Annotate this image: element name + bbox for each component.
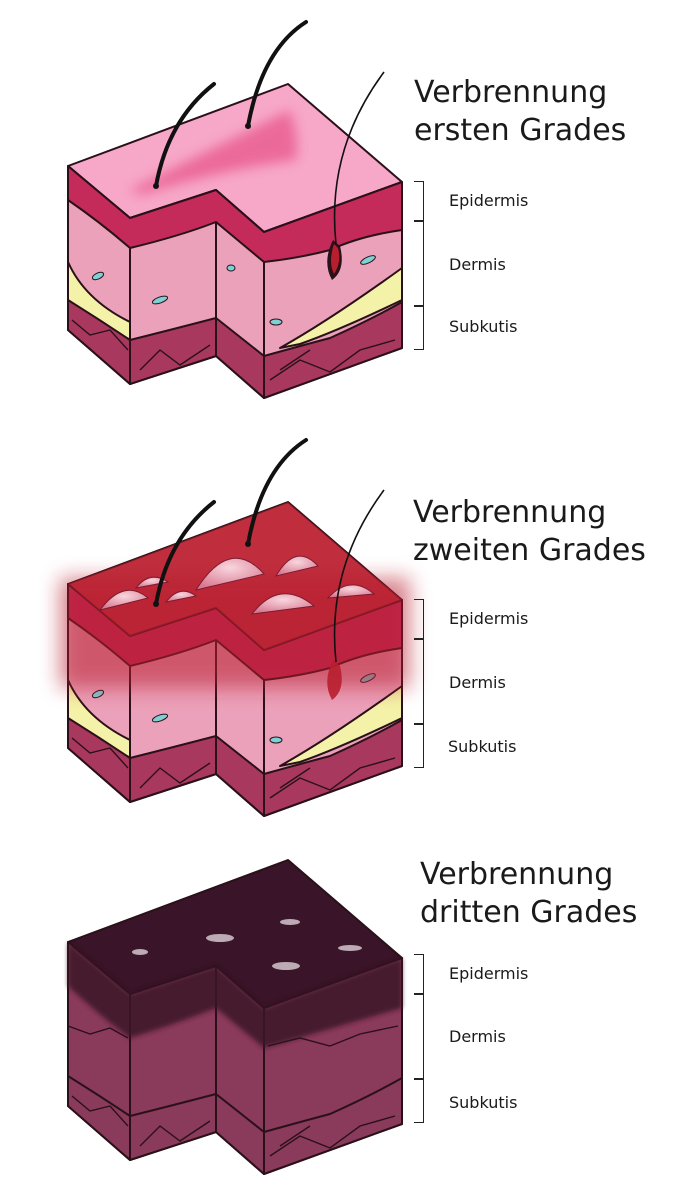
subkutis-label: Subkutis: [449, 1093, 518, 1112]
subkutis-bracket: [414, 306, 424, 350]
panel-title: Verbrennung zweiten Grades: [413, 495, 646, 568]
epidermis-label: Epidermis: [449, 609, 529, 628]
hair: [333, 71, 385, 245]
tissue-network: [67, 1025, 399, 1157]
hair: [154, 82, 216, 188]
panel-second-degree: Verbrennung zweiten Grades Epidermis Der…: [0, 418, 673, 818]
hair-follicle: [327, 660, 342, 700]
panel-title: Verbrennung dritten Grades: [420, 857, 638, 930]
skin-block-second-degree: [60, 438, 410, 817]
epidermis-label: Epidermis: [449, 964, 529, 983]
subkutis-label: Subkutis: [449, 317, 518, 336]
epidermis-bracket: [414, 181, 424, 221]
charred-layer: [68, 942, 402, 1048]
dermis-bracket: [414, 639, 424, 724]
panel-first-degree: Verbrennung ersten Grades Epidermis Derm…: [0, 0, 673, 400]
panel-title: Verbrennung ersten Grades: [414, 75, 627, 148]
subkutis-bracket: [414, 1079, 424, 1123]
subkutis-right: [263, 301, 403, 399]
hair: [154, 500, 216, 606]
subkutis-bracket: [414, 724, 424, 768]
hair: [246, 20, 308, 128]
skin-block-first-degree: [67, 20, 403, 399]
blisters: [98, 555, 376, 615]
dermis-bracket: [414, 994, 424, 1079]
dermis-label: Dermis: [449, 255, 506, 274]
skin-block-third-degree: [67, 859, 403, 1175]
hair: [246, 438, 308, 546]
char-highlights: [132, 919, 362, 970]
dermis-bracket: [414, 221, 424, 306]
tissue-network: [71, 319, 396, 381]
dermis-label: Dermis: [449, 1027, 506, 1046]
epidermis-layer: [67, 165, 403, 263]
fat-right: [279, 267, 403, 349]
dermis-label: Dermis: [449, 673, 506, 692]
epidermis-bracket: [414, 954, 424, 994]
epidermis-bracket: [414, 599, 424, 639]
epidermis-label: Epidermis: [449, 191, 529, 210]
hair: [333, 489, 385, 663]
subkutis-label: Subkutis: [448, 737, 517, 756]
burn-redness: [130, 110, 298, 195]
panel-third-degree: Verbrennung dritten Grades Epidermis Der…: [0, 776, 673, 1176]
